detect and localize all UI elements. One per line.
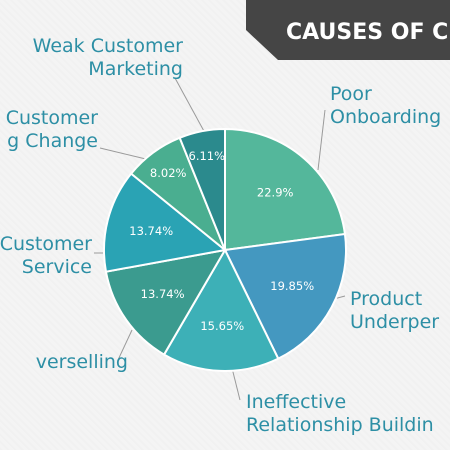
leader-line [117,329,133,361]
category-callout-line: Relationship Buildin [246,414,434,436]
category-callout-line: Service [22,256,92,278]
slice-value-label: 13.74% [129,224,173,238]
pie-slice [224,127,347,252]
title-banner: CAUSES OF CH [246,0,450,60]
pie-slice [223,232,347,360]
leader-line [317,109,326,171]
slice-value-label: 22.9% [257,186,294,200]
pie-slice [162,247,280,373]
category-callout-line: Onboarding [330,106,441,128]
category-callout-line: Weak Customer [33,35,184,57]
pie-slices [103,127,347,373]
leader-lines [94,77,346,401]
category-callout-line: Customer [6,107,98,129]
category-callout: verselling [36,351,128,373]
leader-line [99,147,151,161]
leader-line [174,77,206,134]
category-callout-line: Poor [330,83,372,105]
pie-slice [178,127,226,251]
category-callout-line: Marketing [88,58,183,80]
chart-title: CAUSES OF CH [286,20,450,45]
pie-slice [103,172,228,273]
slice-value-label: 6.11% [189,149,226,163]
category-callout-line: g Change [7,130,98,152]
pie-slice [104,248,227,356]
category-callout-line: verselling [36,351,128,373]
category-callout-line: Customer [0,233,92,255]
slice-value-label: 15.65% [200,319,244,333]
slice-value-labels: 22.9% 19.85% 15.65% 13.74% 13.74% 8.02%6.11% [129,149,314,333]
category-callout-line: Ineffective [246,391,346,413]
category-callout-line: Underper [350,311,439,333]
slice-value-label: 8.02% [150,166,187,180]
slice-value-label: 13.74% [141,287,185,301]
category-callout-line: Product [350,288,422,310]
slice-value-label: 19.85% [270,279,314,293]
